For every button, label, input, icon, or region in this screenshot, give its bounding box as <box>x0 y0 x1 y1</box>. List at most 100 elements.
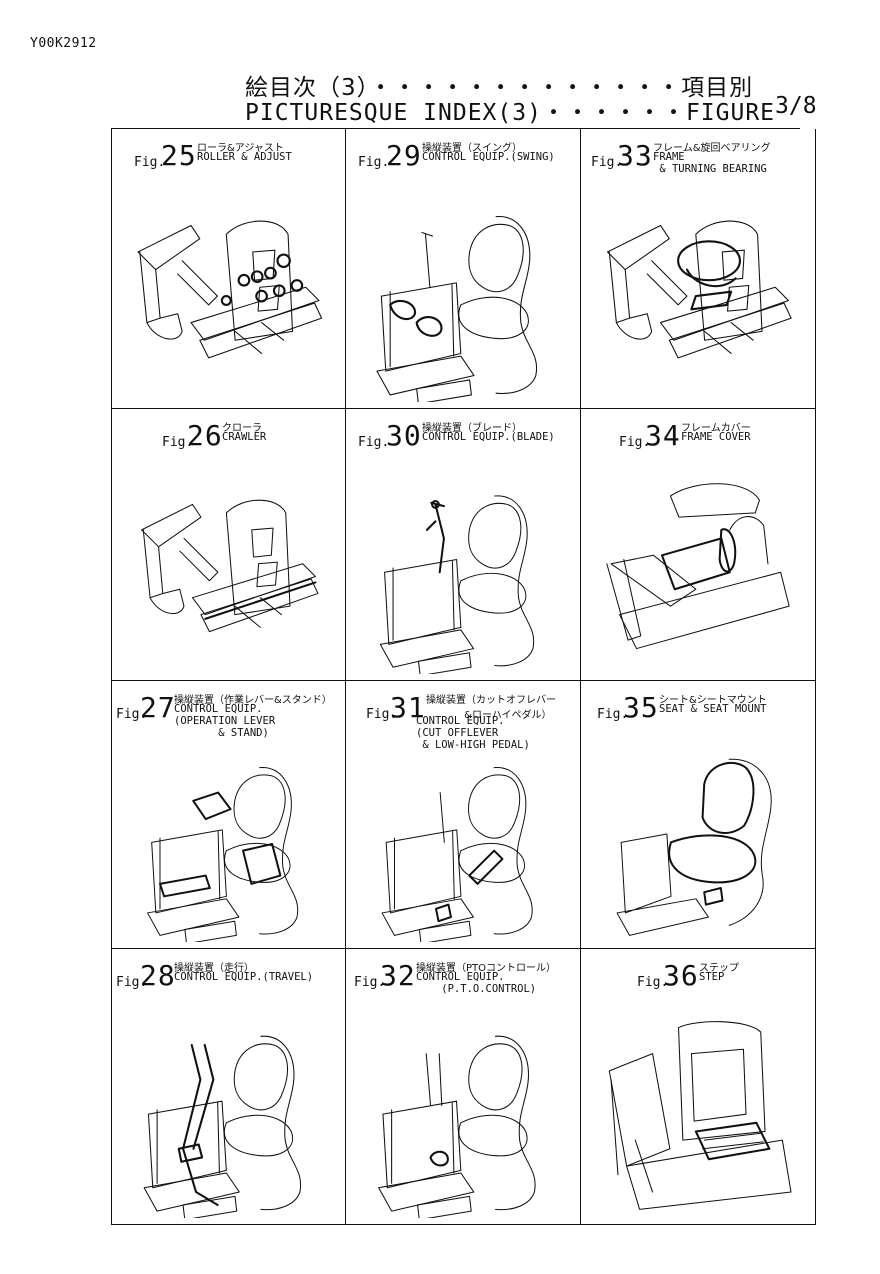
figure-illustration-31 <box>352 751 574 945</box>
figure-illustration-32 <box>352 1019 574 1221</box>
figure-prefix: Fig. <box>366 707 398 722</box>
figure-index-grid: Fig. 25 ローラ&アジャスト ROLLER & ADJUST Fig. 2… <box>111 128 816 1225</box>
figure-cell-36[interactable]: Fig. 36 ステップ STEP <box>581 949 816 1225</box>
figure-prefix: Fig. <box>591 155 623 170</box>
figure-title-japanese: 操縦装置（スイング） <box>422 143 522 154</box>
title-english: PICTURESQUE INDEX(3)・・・・・・FIGURE <box>245 100 776 126</box>
figure-header: Fig. 29 操縦装置（スイング） CONTROL EQUIP.(SWING) <box>346 137 580 197</box>
seat-lever-drawing <box>147 767 299 945</box>
figure-illustration-29 <box>352 199 574 405</box>
figure-title-japanese: ローラ&アジャスト <box>197 143 284 154</box>
machine-crawler-drawing <box>141 499 319 633</box>
figure-prefix: Fig. <box>637 975 669 990</box>
figure-cell-28[interactable]: Fig. 28 操縦装置（走行） CONTROL EQUIP.(TRAVEL) <box>112 949 346 1225</box>
figure-prefix: Fig. <box>358 155 390 170</box>
figure-title-japanese: 操縦装置（ブレード） <box>422 423 522 434</box>
figure-number: 27 <box>140 691 176 724</box>
figure-cell-29[interactable]: Fig. 29 操縦装置（スイング） CONTROL EQUIP.(SWING) <box>346 129 581 409</box>
figure-illustration-26 <box>118 479 339 674</box>
figure-number: 33 <box>617 139 653 172</box>
figure-header: Fig. 30 操縦装置（ブレード） CONTROL EQUIP.(BLADE) <box>346 417 580 477</box>
figure-illustration-33 <box>587 199 809 402</box>
figure-number: 26 <box>187 419 223 452</box>
figure-number: 36 <box>663 959 699 992</box>
figure-header: Fig. 26 クローラ CRAWLER <box>112 417 345 477</box>
figure-prefix: Fig. <box>358 435 390 450</box>
figure-title-english: SEAT & SEAT MOUNT <box>659 703 767 715</box>
figure-number: 35 <box>623 691 659 724</box>
figure-title-japanese: クローラ <box>222 423 262 434</box>
page-number: 3/8 <box>775 93 817 119</box>
figure-title-english: CONTROL EQUIP. (OPERATION LEVER & STAND) <box>174 703 276 739</box>
frame-cover-drawing <box>606 483 790 650</box>
figure-title-japanese: 操縦装置（作業レバー&スタンド） <box>174 695 332 706</box>
figure-prefix: Fig. <box>134 155 166 170</box>
figure-header: Fig. 35 シート&シートマウント SEAT & SEAT MOUNT <box>581 689 815 749</box>
figure-cell-35[interactable]: Fig. 35 シート&シートマウント SEAT & SEAT MOUNT <box>581 681 816 949</box>
figure-prefix: Fig. <box>116 975 148 990</box>
figure-number: 31 <box>390 691 426 724</box>
figure-title-english: ROLLER & ADJUST <box>197 151 292 163</box>
figure-cell-25[interactable]: Fig. 25 ローラ&アジャスト ROLLER & ADJUST <box>112 129 346 409</box>
step-drawing <box>608 1021 792 1210</box>
document-id: Y00K2912 <box>30 36 97 51</box>
figure-illustration-36 <box>587 1019 809 1218</box>
figure-header: Fig. 34 フレームカバー FRAME COVER <box>581 417 815 477</box>
figure-title-japanese: ステップ <box>699 963 739 974</box>
figure-title-english: CONTROL EQUIP. (CUT OFFLEVER & LOW-HIGH … <box>416 715 530 751</box>
seat-pto-drawing <box>378 1035 536 1221</box>
title-japanese: 絵目次（3）・・・・・・・・・・・・・項目別 <box>245 75 754 101</box>
figure-header: Fig. 31 操縦装置（カットオフレバー &ローハイペダル） CONTROL … <box>346 689 580 751</box>
figure-title-english: CONTROL EQUIP.(TRAVEL) <box>174 971 314 983</box>
seat-blade-drawing <box>379 495 535 677</box>
figure-header: Fig. 36 ステップ STEP <box>581 957 815 1017</box>
figure-title-english: CRAWLER <box>222 431 267 443</box>
figure-title-english: FRAME COVER <box>681 431 751 443</box>
figure-cell-30[interactable]: Fig. 30 操縦装置（ブレード） CONTROL EQUIP.(BLADE) <box>346 409 581 681</box>
figure-header: Fig. 28 操縦装置（走行） CONTROL EQUIP.(TRAVEL) <box>112 957 345 1017</box>
figure-title-japanese: 操縦装置（PTOコントロール） <box>416 963 557 974</box>
figure-number: 28 <box>140 959 176 992</box>
figure-number: 34 <box>645 419 681 452</box>
machine-frame-drawing <box>607 220 792 359</box>
figure-header: Fig. 27 操縦装置（作業レバー&スタンド） CONTROL EQUIP. … <box>112 689 345 749</box>
figure-illustration-35 <box>587 751 809 942</box>
figure-title-japanese: 操縦装置（走行） <box>174 963 254 974</box>
figure-title-english: STEP <box>699 971 725 983</box>
figure-cell-34[interactable]: Fig. 34 フレームカバー FRAME COVER <box>581 409 816 681</box>
figure-title-english: FRAME & TURNING BEARING <box>653 151 767 175</box>
figure-prefix: Fig. <box>619 435 651 450</box>
figure-header: Fig. 32 操縦装置（PTOコントロール） CONTROL EQUIP. (… <box>346 957 580 1017</box>
figure-number: 29 <box>386 139 422 172</box>
figure-cell-31[interactable]: Fig. 31 操縦装置（カットオフレバー &ローハイペダル） CONTROL … <box>346 681 581 949</box>
figure-number: 25 <box>161 139 197 172</box>
figure-illustration-27 <box>118 751 339 945</box>
figure-cell-32[interactable]: Fig. 32 操縦装置（PTOコントロール） CONTROL EQUIP. (… <box>346 949 581 1225</box>
figure-illustration-25 <box>118 199 339 402</box>
figure-title-japanese: シート&シートマウント <box>659 695 767 706</box>
figure-cell-27[interactable]: Fig. 27 操縦装置（作業レバー&スタンド） CONTROL EQUIP. … <box>112 681 346 949</box>
figure-number: 30 <box>386 419 422 452</box>
figure-cell-26[interactable]: Fig. 26 クローラ CRAWLER <box>112 409 346 681</box>
figure-prefix: Fig. <box>116 707 148 722</box>
seat-swing-drawing <box>376 216 538 405</box>
figure-title-japanese: 操縦装置（カットオフレバー &ローハイペダル） <box>426 695 556 721</box>
machine-roller-drawing <box>137 220 323 359</box>
figure-title-japanese: フレームカバー <box>681 423 751 434</box>
figure-cell-33[interactable]: Fig. 33 フレーム&旋回ベアリング FRAME & TURNING BEA… <box>581 129 816 409</box>
seat-travel-drawing <box>143 1035 302 1221</box>
figure-illustration-30 <box>352 479 574 677</box>
figure-prefix: Fig. <box>162 435 194 450</box>
figure-header: Fig. 33 フレーム&旋回ベアリング FRAME & TURNING BEA… <box>581 137 815 197</box>
figure-illustration-34 <box>587 479 809 674</box>
figure-prefix: Fig. <box>354 975 386 990</box>
figure-title-english: CONTROL EQUIP.(SWING) <box>422 151 555 163</box>
figure-number: 32 <box>380 959 416 992</box>
figure-illustration-28 <box>118 1019 339 1221</box>
figure-title-japanese: フレーム&旋回ベアリング <box>653 143 771 154</box>
figure-title-english: CONTROL EQUIP.(BLADE) <box>422 431 555 443</box>
figure-title-english: CONTROL EQUIP. (P.T.O.CONTROL) <box>416 971 537 995</box>
figure-prefix: Fig. <box>597 707 629 722</box>
seat-cutoff-drawing <box>381 767 533 945</box>
seat-mount-drawing <box>616 758 772 936</box>
